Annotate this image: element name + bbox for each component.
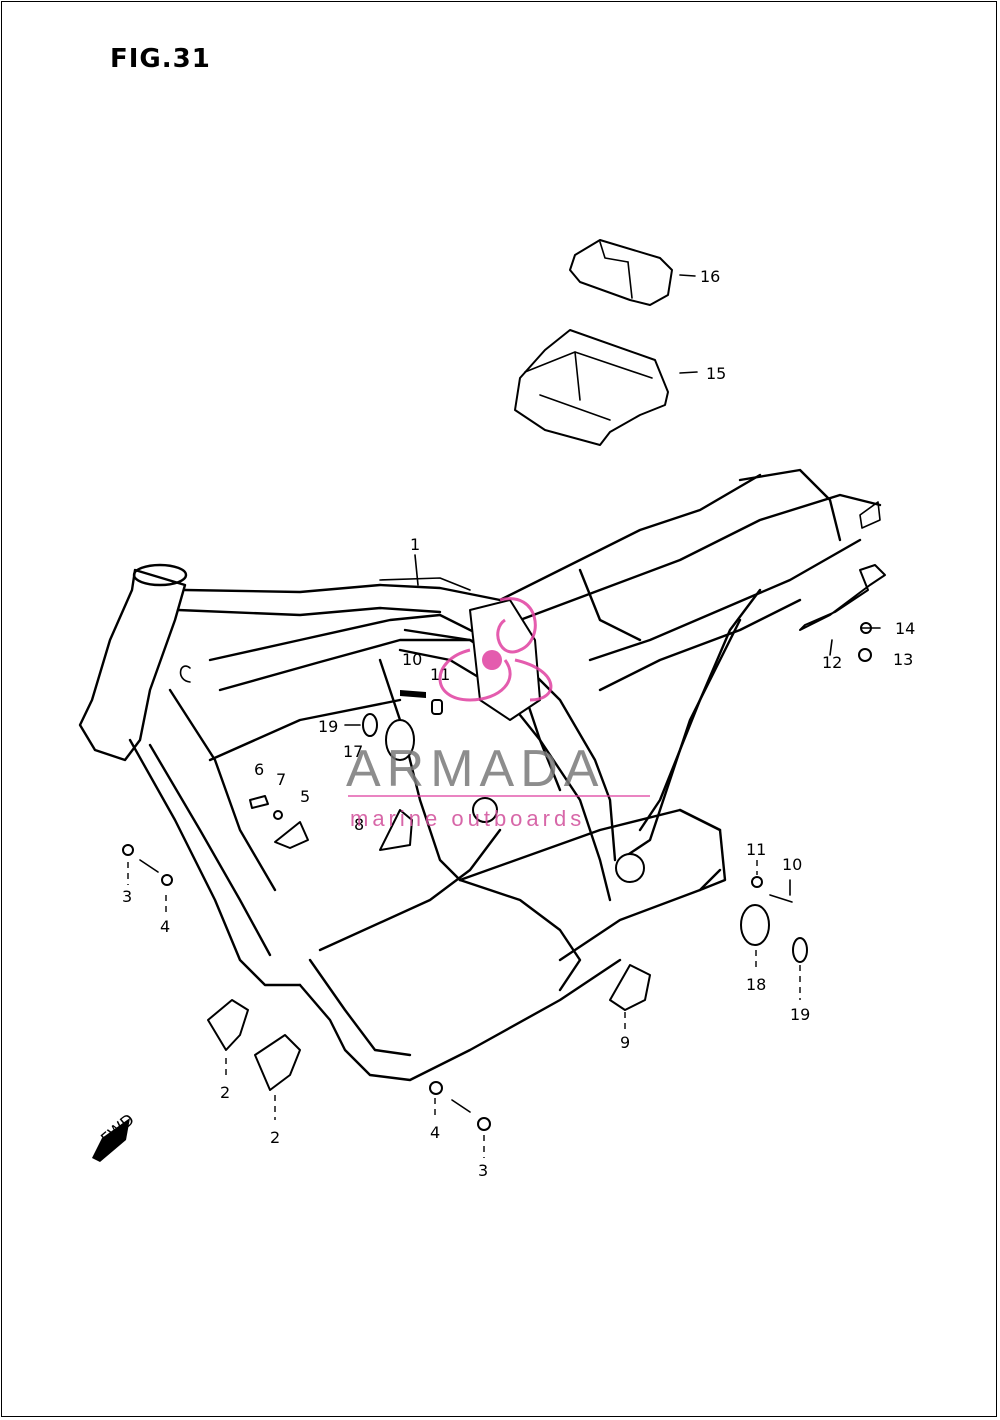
callout-5: 5: [300, 787, 310, 806]
callout-7: 7: [276, 770, 286, 789]
watermark-brand: ARMADA: [346, 740, 604, 798]
callout-19a: 19: [318, 717, 338, 736]
callout-9: 9: [620, 1033, 630, 1052]
callout-10b: 10: [782, 855, 802, 874]
frame-main-body: [78, 468, 882, 1082]
small-hardware: [122, 622, 872, 1131]
leader-lines: [127, 274, 881, 1158]
callout-1: 1: [410, 535, 420, 554]
watermark-tagline: marine outboards: [350, 806, 585, 831]
callout-4a: 4: [160, 917, 170, 936]
callout-18: 18: [746, 975, 766, 994]
callout-13: 13: [893, 650, 913, 669]
callout-17: 17: [343, 742, 363, 761]
callout-4b: 4: [430, 1123, 440, 1142]
callout-labels: 16 15 1 14 13 12 10 11 19 17 6 7 5 8 3 4…: [122, 267, 915, 1180]
callout-2a: 2: [220, 1083, 230, 1102]
callout-3a: 3: [122, 887, 132, 906]
part-15-tray: [514, 329, 669, 446]
callout-3b: 3: [478, 1161, 488, 1180]
part-16-pad: [569, 239, 673, 306]
watermark-logo-icon: [438, 597, 553, 702]
callout-15: 15: [706, 364, 726, 383]
callout-14: 14: [895, 619, 915, 638]
part-12-bracket: [799, 564, 886, 631]
callout-2b: 2: [270, 1128, 280, 1147]
armada-watermark: ARMADA marine outboards: [346, 597, 650, 831]
callout-10a: 10: [402, 650, 422, 669]
callout-6: 6: [254, 760, 264, 779]
fwd-arrow-icon: FWD: [92, 1110, 138, 1162]
callout-12: 12: [822, 653, 842, 672]
callout-11b: 11: [746, 840, 766, 859]
callout-19b: 19: [790, 1005, 810, 1024]
callout-8: 8: [354, 815, 364, 834]
callout-16: 16: [700, 267, 720, 286]
figure-title: FIG.31: [110, 44, 211, 74]
